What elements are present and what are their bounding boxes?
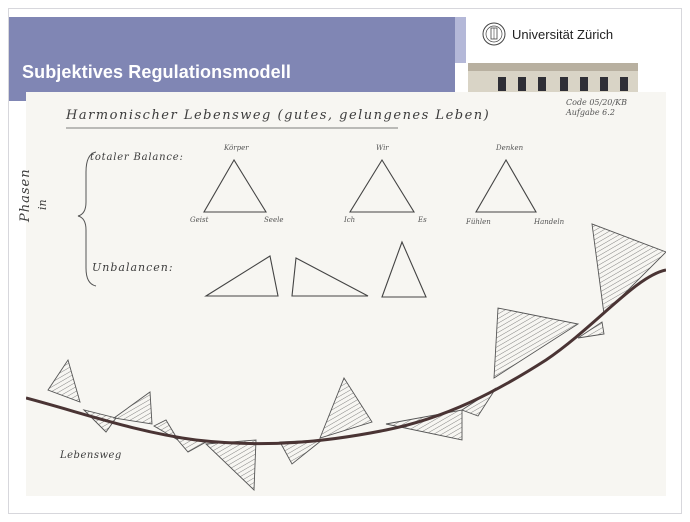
label-seele: Seele	[264, 216, 284, 224]
label-wir: Wir	[376, 144, 389, 152]
code-line-1: Code 05/20/KB	[566, 98, 627, 107]
lebensweg-label: Lebensweg	[60, 450, 122, 461]
path-triangle-11	[493, 307, 580, 379]
path-triangle-12	[577, 321, 605, 339]
university-name: Universität Zürich	[512, 26, 614, 42]
label-koerper: Körper	[224, 144, 249, 152]
code-annotation: Code 05/20/KB Aufgabe 6.2	[566, 98, 656, 118]
label-handeln: Handeln	[534, 218, 565, 226]
label-fuehlen: Fühlen	[466, 218, 491, 226]
path-triangle-3	[112, 391, 153, 425]
university-seal-icon	[482, 22, 506, 46]
triangle-wir	[349, 158, 415, 213]
unbalance-triangle-3	[381, 240, 427, 298]
slide-frame	[8, 8, 682, 514]
lebensweg-curve	[26, 268, 666, 446]
diagram-sketch	[26, 127, 666, 492]
totaler-balance-label: totaler Balance:	[90, 152, 184, 163]
hand-drawn-diagram: Harmonischer Lebensweg (gutes, gelungene…	[18, 92, 666, 496]
path-triangle-6	[204, 439, 257, 492]
slide-title: Subjektives Regulationsmodell	[22, 62, 291, 82]
label-ich: Ich	[344, 216, 356, 224]
path-triangle-13	[591, 223, 666, 315]
university-logo: Universität Zürich	[482, 22, 613, 46]
header-corner-block	[455, 17, 466, 63]
triangle-denken	[475, 158, 537, 213]
label-geist: Geist	[190, 216, 209, 224]
unbalancen-label: Unbalancen:	[92, 261, 174, 274]
phasen-brace	[77, 151, 97, 287]
triangle-koerper	[203, 158, 267, 213]
unbalance-triangle-2	[291, 257, 369, 297]
label-es: Es	[418, 216, 427, 224]
in-label: in	[36, 199, 49, 210]
label-denken: Denken	[496, 144, 524, 152]
code-line-2: Aufgabe 6.2	[566, 108, 615, 117]
path-triangle-8	[319, 377, 373, 439]
path-triangle-9	[385, 409, 463, 441]
path-triangle-1	[47, 358, 81, 403]
header-band	[9, 17, 455, 101]
drawing-title: Harmonischer Lebensweg (gutes, gelungene…	[66, 108, 491, 123]
phasen-label: Phasen	[18, 168, 33, 222]
unbalance-triangle-1	[204, 255, 279, 297]
